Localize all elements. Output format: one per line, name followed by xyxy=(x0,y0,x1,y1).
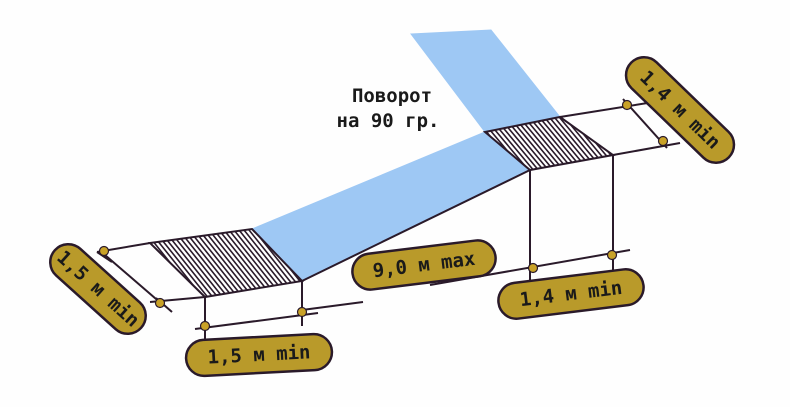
turn-note: Поворот на 90 гр. xyxy=(337,85,440,132)
hatch-line xyxy=(184,229,246,297)
dimension-dots xyxy=(98,99,669,332)
hatch-line xyxy=(199,229,261,297)
label-bottom-left-text: 1,5 м min xyxy=(207,341,311,368)
hatch-line xyxy=(589,117,613,170)
hatch-line xyxy=(615,112,665,172)
label-left-width-text: 1,5 м min xyxy=(52,246,143,331)
hatch-line xyxy=(204,229,266,297)
label-top-right-text: 1,4 м min xyxy=(635,66,724,153)
turn-note-line2: на 90 гр. xyxy=(337,110,440,132)
hatch-line xyxy=(194,229,256,297)
hatch-line xyxy=(189,229,251,297)
hatch-line xyxy=(529,117,581,170)
label-bottom-right: 1,4 м min xyxy=(497,268,645,320)
label-ramp-length: 9,0 м max xyxy=(351,239,497,291)
label-top-right: 1,4 м min xyxy=(624,56,736,164)
hatch-line xyxy=(609,117,613,170)
hatch-line xyxy=(209,229,271,297)
turn-note-line1: Поворот xyxy=(352,85,432,107)
hatch-line xyxy=(594,117,613,170)
label-bottom-left: 1,5 м min xyxy=(184,332,334,378)
